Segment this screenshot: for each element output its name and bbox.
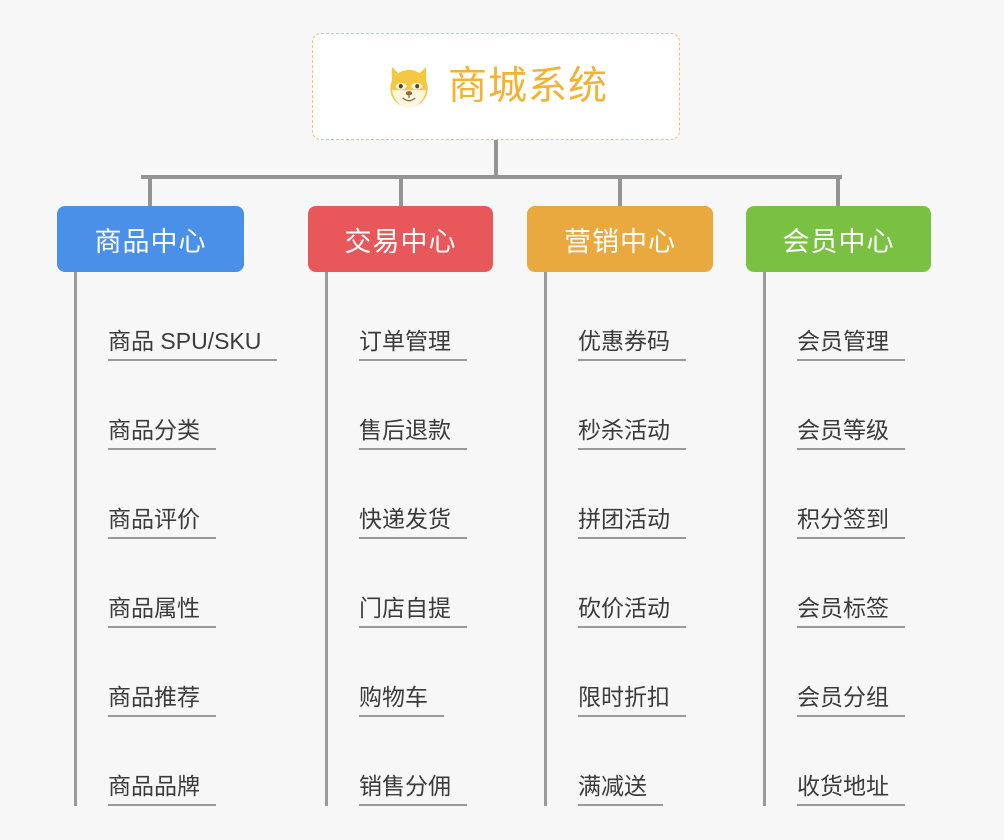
category-header-trade-center[interactable]: 交易中心 bbox=[308, 206, 493, 272]
list-item[interactable]: 商品分类 bbox=[74, 361, 277, 450]
leaf-label: 商品评价 bbox=[108, 506, 216, 539]
leaf-list-trade-center: 订单管理 售后退款 快递发货 门店自提 购物车 销售分佣 bbox=[325, 272, 467, 806]
list-item[interactable]: 门店自提 bbox=[325, 539, 467, 628]
category-title: 交易中心 bbox=[344, 226, 457, 257]
list-item[interactable]: 限时折扣 bbox=[544, 628, 686, 717]
list-item[interactable]: 砍价活动 bbox=[544, 539, 686, 628]
list-item[interactable]: 商品推荐 bbox=[74, 628, 277, 717]
connector-drop-marketing-center bbox=[618, 175, 622, 208]
leaf-label: 会员等级 bbox=[797, 417, 905, 450]
column-trunk-line bbox=[763, 272, 766, 806]
leaf-label: 限时折扣 bbox=[578, 684, 686, 717]
leaf-label: 积分签到 bbox=[797, 506, 905, 539]
leaf-label: 会员标签 bbox=[797, 595, 905, 628]
leaf-label: 购物车 bbox=[359, 684, 444, 717]
leaf-label: 商品品牌 bbox=[108, 773, 216, 806]
leaf-label: 会员分组 bbox=[797, 684, 905, 717]
list-item[interactable]: 会员分组 bbox=[763, 628, 905, 717]
list-item[interactable]: 积分签到 bbox=[763, 450, 905, 539]
leaf-label: 商品属性 bbox=[108, 595, 216, 628]
list-item[interactable]: 秒杀活动 bbox=[544, 361, 686, 450]
shiba-dog-face-icon bbox=[390, 66, 428, 110]
column-trunk-line bbox=[74, 272, 77, 806]
list-item[interactable]: 购物车 bbox=[325, 628, 467, 717]
leaf-list-member-center: 会员管理 会员等级 积分签到 会员标签 会员分组 收货地址 bbox=[763, 272, 905, 806]
leaf-label: 满减送 bbox=[578, 773, 663, 806]
leaf-label: 快递发货 bbox=[359, 506, 467, 539]
list-item[interactable]: 优惠券码 bbox=[544, 272, 686, 361]
leaf-list-marketing-center: 优惠券码 秒杀活动 拼团活动 砍价活动 限时折扣 满减送 bbox=[544, 272, 686, 806]
list-item[interactable]: 商品评价 bbox=[74, 450, 277, 539]
connector-drop-member-center bbox=[836, 175, 840, 208]
category-title: 商品中心 bbox=[94, 226, 207, 257]
list-item[interactable]: 销售分佣 bbox=[325, 717, 467, 806]
leaf-label: 销售分佣 bbox=[359, 773, 467, 806]
leaf-label: 会员管理 bbox=[797, 328, 905, 361]
connector-horizontal-bus bbox=[141, 175, 842, 179]
list-item[interactable]: 满减送 bbox=[544, 717, 686, 806]
list-item[interactable]: 拼团活动 bbox=[544, 450, 686, 539]
column-trunk-line bbox=[325, 272, 328, 806]
list-item[interactable]: 售后退款 bbox=[325, 361, 467, 450]
leaf-label: 商品分类 bbox=[108, 417, 216, 450]
list-item[interactable]: 订单管理 bbox=[325, 272, 467, 361]
leaf-label: 订单管理 bbox=[359, 328, 467, 361]
list-item[interactable]: 会员标签 bbox=[763, 539, 905, 628]
list-item[interactable]: 会员等级 bbox=[763, 361, 905, 450]
leaf-label: 砍价活动 bbox=[578, 595, 686, 628]
root-title: 商城系统 bbox=[447, 65, 608, 108]
category-title: 会员中心 bbox=[782, 226, 895, 257]
leaf-label: 售后退款 bbox=[359, 417, 467, 450]
leaf-label: 拼团活动 bbox=[578, 506, 686, 539]
category-header-member-center[interactable]: 会员中心 bbox=[746, 206, 931, 272]
category-header-product-center[interactable]: 商品中心 bbox=[57, 206, 244, 272]
column-trade-center: 交易中心 订单管理 售后退款 快递发货 门店自提 购物车 销售分佣 bbox=[308, 206, 493, 806]
leaf-label: 门店自提 bbox=[359, 595, 467, 628]
connector-drop-product-center bbox=[148, 175, 152, 208]
list-item[interactable]: 商品属性 bbox=[74, 539, 277, 628]
leaf-label: 商品 SPU/SKU bbox=[108, 328, 278, 361]
list-item[interactable]: 会员管理 bbox=[763, 272, 905, 361]
connector-drop-trade-center bbox=[399, 175, 403, 208]
root-node-shop-system[interactable]: 商城系统 bbox=[312, 33, 680, 140]
leaf-label: 收货地址 bbox=[797, 773, 905, 806]
leaf-label: 商品推荐 bbox=[108, 684, 216, 717]
category-header-marketing-center[interactable]: 营销中心 bbox=[527, 206, 713, 272]
leaf-label: 优惠券码 bbox=[578, 328, 686, 361]
list-item[interactable]: 商品 SPU/SKU bbox=[74, 272, 278, 361]
column-trunk-line bbox=[544, 272, 547, 806]
list-item[interactable]: 收货地址 bbox=[763, 717, 905, 806]
list-item[interactable]: 商品品牌 bbox=[74, 717, 277, 806]
leaf-list-product-center: 商品 SPU/SKU 商品分类 商品评价 商品属性 商品推荐 商品品牌 bbox=[74, 272, 278, 806]
list-item[interactable]: 快递发货 bbox=[325, 450, 467, 539]
column-product-center: 商品中心 商品 SPU/SKU 商品分类 商品评价 商品属性 商品推荐 商品品牌 bbox=[57, 206, 278, 806]
connector-root-stem bbox=[494, 140, 498, 179]
column-member-center: 会员中心 会员管理 会员等级 积分签到 会员标签 会员分组 收货地址 bbox=[746, 206, 931, 806]
category-title: 营销中心 bbox=[564, 226, 676, 257]
leaf-label: 秒杀活动 bbox=[578, 417, 686, 450]
column-marketing-center: 营销中心 优惠券码 秒杀活动 拼团活动 砍价活动 限时折扣 满减送 bbox=[527, 206, 713, 806]
